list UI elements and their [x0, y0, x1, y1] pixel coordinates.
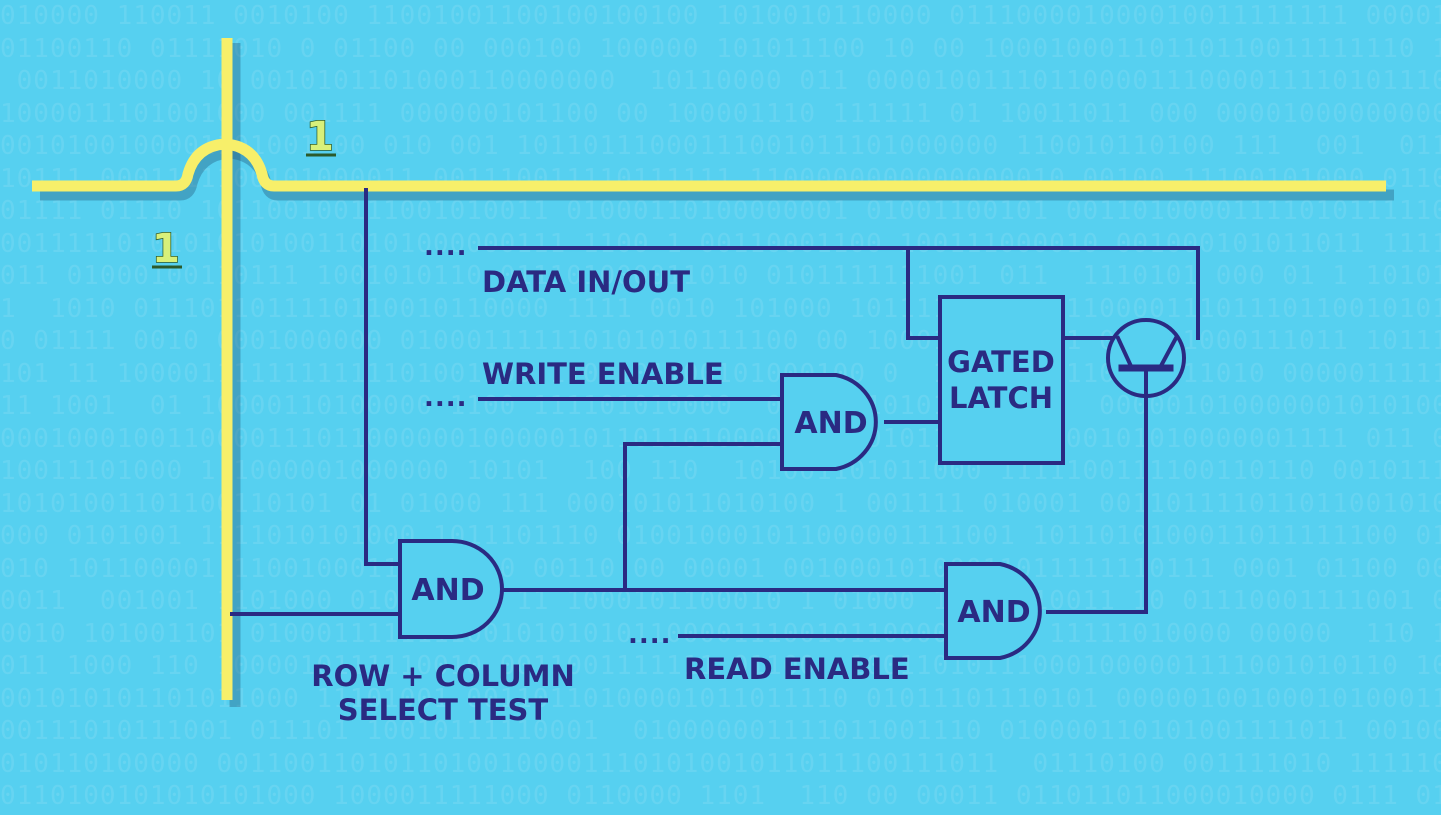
and-gate-select: AND [398, 539, 504, 639]
write-enable-ellipsis: .... [424, 383, 468, 413]
circuit-wires [230, 188, 1200, 638]
transistor-symbol [1106, 318, 1186, 398]
and-gate-write-label: AND [794, 406, 867, 441]
and-gate-read: AND [944, 562, 1042, 660]
read-enable-label: READ ENABLE [684, 652, 910, 686]
and-gate-read-label: AND [957, 595, 1030, 630]
row-bit-value: 1 [152, 226, 180, 272]
row-column-label-line2: SELECT TEST [338, 693, 549, 727]
and-gate-select-label: AND [411, 573, 484, 608]
gated-latch-line2: LATCH [949, 381, 1053, 415]
gated-latch-line1: GATED [947, 345, 1055, 379]
write-enable-label: WRITE ENABLE [482, 357, 724, 391]
data-in-out-label: DATA IN/OUT [482, 265, 690, 299]
row-column-label-line1: ROW + COLUMN [311, 659, 575, 693]
gated-latch: GATED LATCH [938, 295, 1065, 465]
and-gate-write: AND [780, 373, 878, 471]
read-enable-ellipsis: .... [628, 620, 672, 650]
data-in-out-ellipsis: .... [424, 232, 468, 262]
column-bit-value: 1 [306, 114, 334, 160]
